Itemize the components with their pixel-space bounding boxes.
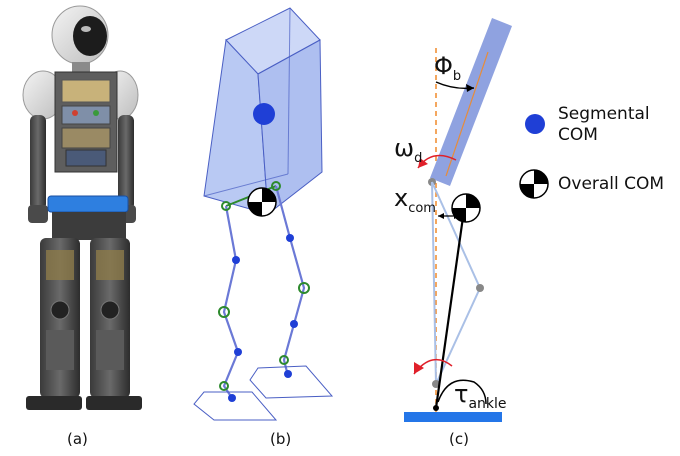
- omega-symbol: ω: [394, 134, 415, 162]
- tau-subscript: ankle: [468, 395, 507, 412]
- xcom-label: xcom: [394, 184, 436, 216]
- caption-b: (b): [270, 430, 292, 448]
- torso-com: [253, 103, 275, 125]
- x-symbol: x: [394, 184, 409, 212]
- x-subscript: com: [408, 200, 436, 216]
- legend-segmental-line1: Segmental: [558, 104, 650, 124]
- overall-com-marker-c: [451, 193, 481, 223]
- omega-label: ωd: [394, 134, 422, 166]
- tau-label: τankle: [454, 380, 507, 412]
- legend-segmental-line2: COM: [558, 125, 598, 145]
- phi-label: Φb: [434, 52, 461, 84]
- phi-subscript: b: [452, 68, 462, 84]
- tau-symbol: τ: [454, 380, 469, 408]
- caption-a: (a): [67, 430, 88, 448]
- omega-subscript: d: [414, 150, 423, 166]
- legend-overall: Overall COM: [558, 174, 664, 195]
- caption-c: (c): [449, 430, 469, 448]
- ground-bar: [404, 412, 502, 422]
- legend-segmental: Segmental COM: [558, 104, 650, 146]
- phi-symbol: Φ: [434, 52, 453, 80]
- segmental-com-icon: [525, 114, 545, 134]
- schematic: [404, 18, 512, 422]
- robot-photo: [22, 5, 142, 410]
- overall-com-marker: [247, 187, 277, 217]
- model-3d: [193, 7, 334, 421]
- legend-overall-label: Overall COM: [558, 174, 665, 194]
- overall-com-icon: [519, 169, 549, 199]
